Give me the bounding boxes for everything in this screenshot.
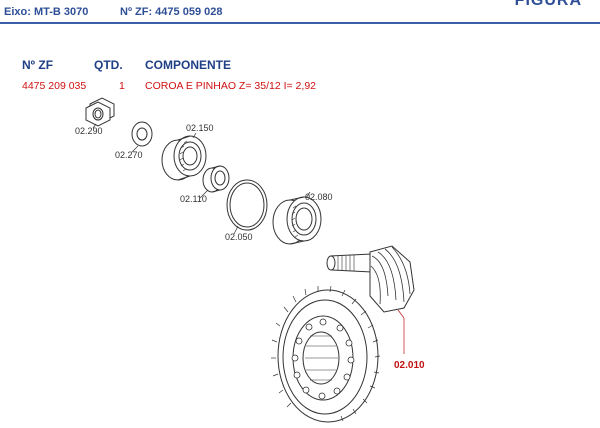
callout-02-270: 02.270 [115, 150, 143, 160]
col-header-zf: Nº ZF [22, 58, 54, 72]
part-description: COROA E PINHAO Z= 35/12 I= 2,92 [145, 80, 316, 92]
bearing-part-upper [161, 135, 207, 181]
callout-02-010: 02.010 [394, 360, 425, 371]
header-divider [0, 22, 600, 24]
callout-02-080: 02.080 [305, 192, 333, 202]
callout-02-290: 02.290 [75, 126, 103, 136]
axle-model: Eixo: MT-B 3070 [4, 6, 89, 18]
callout-02-050: 02.050 [225, 232, 253, 242]
nut-part [85, 97, 115, 127]
bearing-part-lower [272, 196, 322, 245]
exploded-view-drawing: 02.290 02.270 02.150 02.110 02.050 02.08… [75, 97, 425, 423]
figure-label: FIGURA [514, 0, 582, 9]
part-quantity: 1 [119, 80, 125, 92]
col-header-componente: COMPONENTE [145, 58, 232, 72]
pinion-gear-part [326, 245, 415, 313]
washer-part [131, 121, 153, 147]
o-ring-part [226, 179, 268, 231]
part-zf-number: 4475 209 035 [22, 80, 87, 92]
spacer-ring-part [202, 165, 230, 193]
crown-gear-part [271, 285, 381, 423]
col-header-qtd: QTD. [94, 58, 123, 72]
callout-02-150: 02.150 [186, 123, 214, 133]
zf-number: Nº ZF: 4475 059 028 [120, 6, 223, 18]
page-header: Eixo: MT-B 3070 Nº ZF: 4475 059 028 FIGU… [0, 0, 600, 24]
callout-02-110: 02.110 [180, 194, 207, 204]
